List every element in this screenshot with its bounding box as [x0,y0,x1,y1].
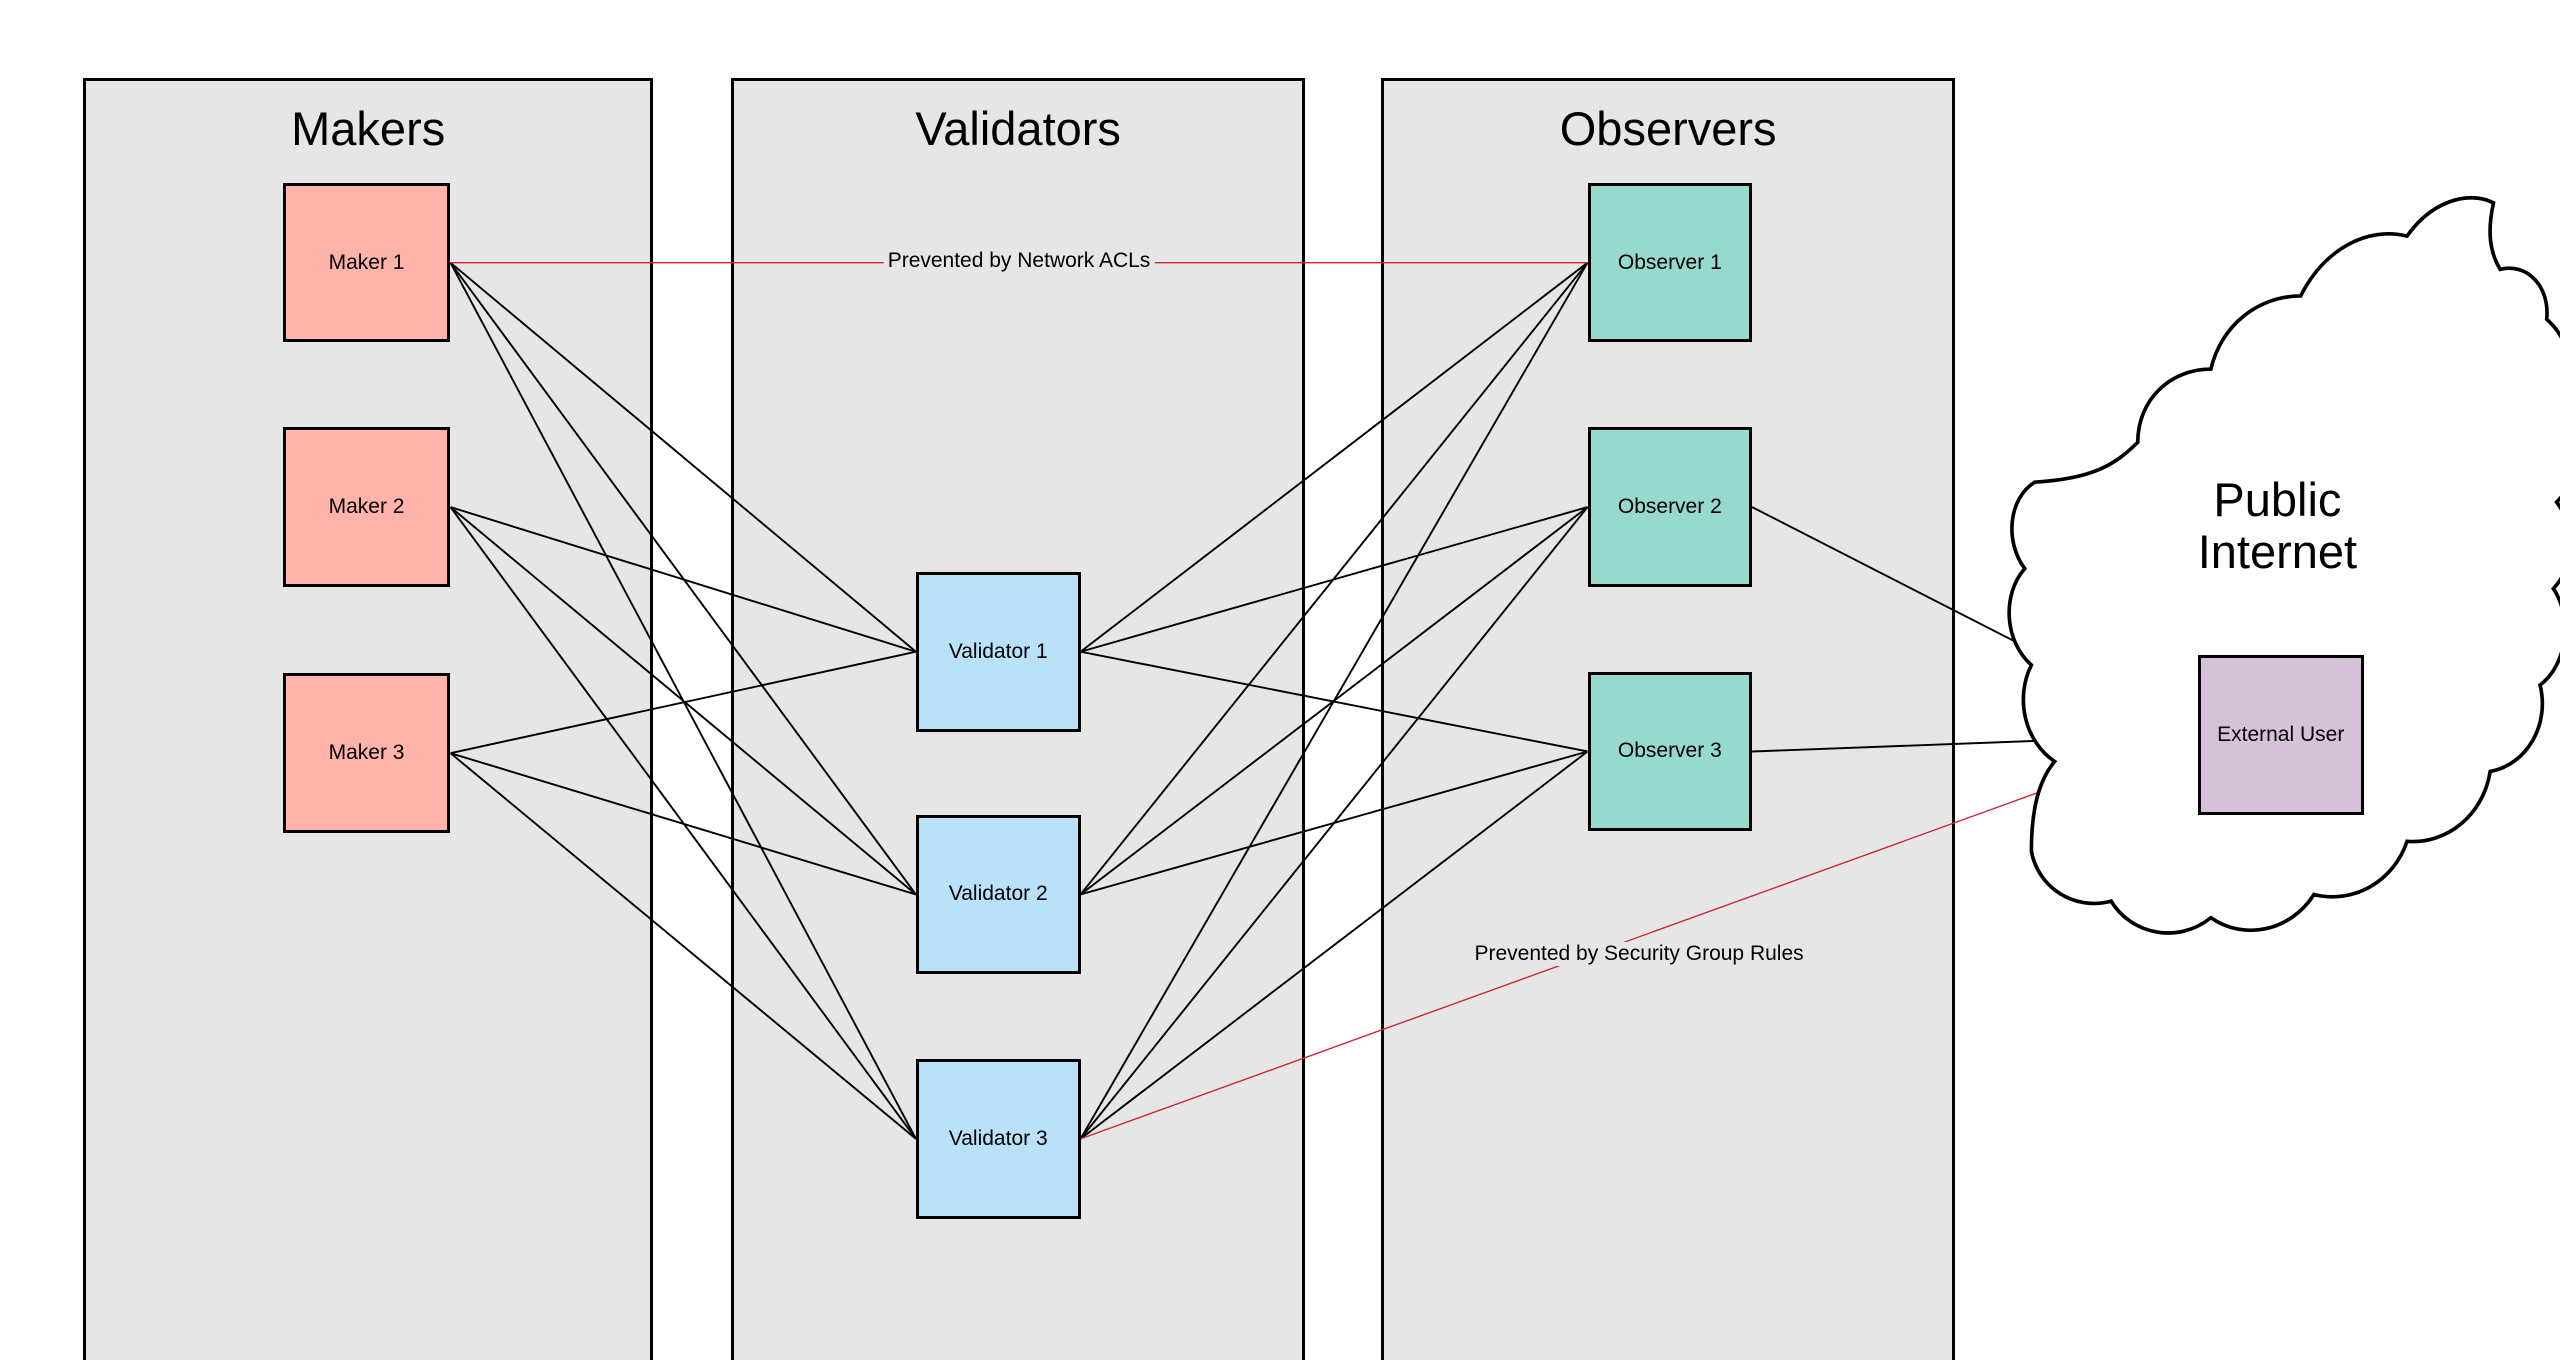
edge-validator3-to-external [1081,735,2198,1139]
node-label-observer1: Observer 1 [1617,250,1722,274]
edge-maker1-to-validator1 [450,263,915,652]
node-validator3[interactable]: Validator 3 [915,1059,1081,1219]
edge-validator1-to-observer1 [1081,263,1588,652]
node-label-maker2: Maker 2 [328,495,405,519]
node-label-validator1: Validator 1 [948,639,1048,663]
node-validator1[interactable]: Validator 1 [915,571,1081,732]
node-observer1[interactable]: Observer 1 [1587,182,1753,343]
edge-label-maker1-to-observer1: Prevented by Network ACLs [883,249,1155,274]
node-maker1[interactable]: Maker 1 [282,182,451,343]
edge-maker2-to-validator1 [450,507,915,652]
node-external[interactable]: External User [2197,655,2364,815]
edge-maker3-to-validator2 [450,753,915,894]
edge-validator3-to-observer3 [1081,751,1588,1138]
cloud-label-line2: Internet [2197,525,2358,579]
node-maker2[interactable]: Maker 2 [282,427,451,587]
cloud-label: Public Internet [2011,472,2543,579]
zone-title-makers: Makers [291,102,446,156]
zone-title-observers: Observers [1559,102,1777,156]
node-label-validator2: Validator 2 [948,882,1048,906]
node-observer3[interactable]: Observer 3 [1587,671,1753,832]
edge-maker2-to-validator2 [450,507,915,894]
node-maker3[interactable]: Maker 3 [282,673,451,833]
edge-label-validator3-to-external: Prevented by Security Group Rules [1470,942,1808,967]
cloud-outline [2007,195,2560,935]
cloud-label-line1: Public [2213,472,2342,526]
node-label-observer3: Observer 3 [1617,739,1722,763]
node-observer2[interactable]: Observer 2 [1587,427,1753,587]
edge-validator2-to-observer1 [1081,263,1588,895]
node-label-maker1: Maker 1 [328,250,405,274]
node-label-external: External User [2217,722,2345,746]
node-label-observer2: Observer 2 [1617,495,1722,519]
node-label-validator3: Validator 3 [948,1126,1048,1150]
node-label-maker3: Maker 3 [328,741,405,765]
edge-maker3-to-validator3 [450,753,915,1139]
zone-title-validators: Validators [915,102,1121,156]
edge-validator3-to-observer1 [1081,263,1588,1139]
edge-maker3-to-validator1 [450,652,915,753]
node-validator2[interactable]: Validator 2 [915,814,1081,975]
edge-validator3-to-observer2 [1081,507,1588,1139]
